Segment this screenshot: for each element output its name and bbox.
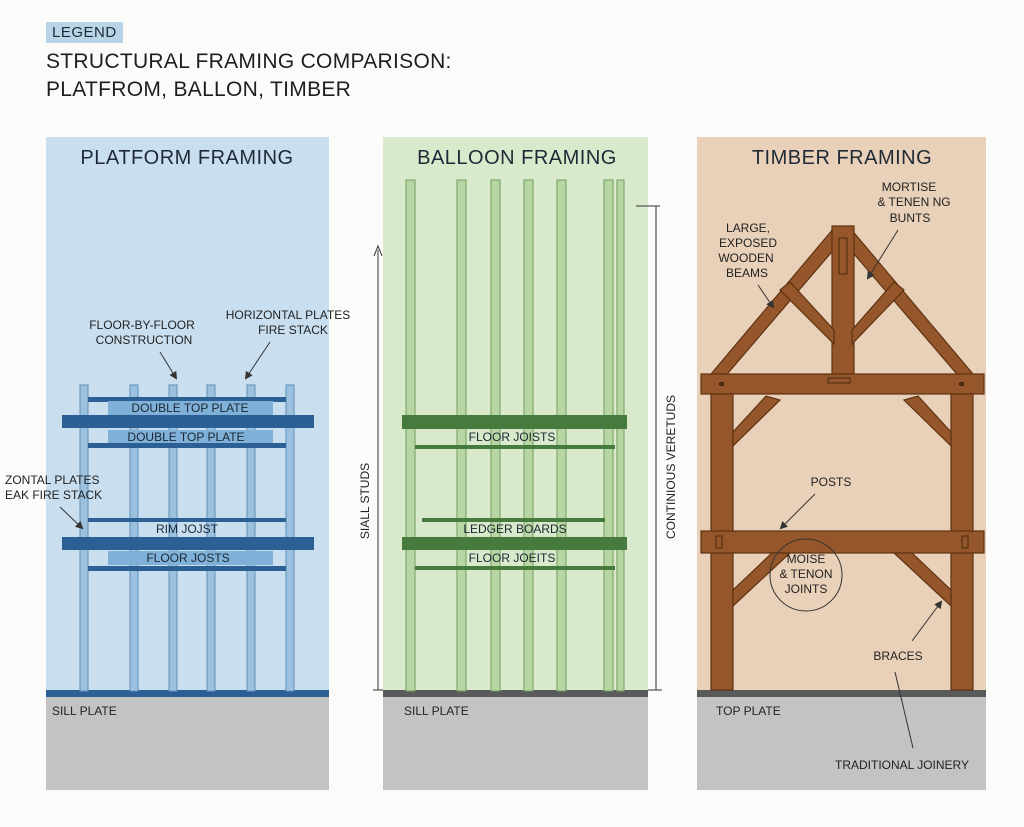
platform-beam-double-top-plate-a: DOUBLE TOP PLATE xyxy=(131,401,248,415)
timber-arrow-mortise xyxy=(866,229,899,280)
platform-beam-floor-joists: FLOOR JOSTS xyxy=(146,551,229,565)
timber-tie-beam xyxy=(700,373,985,395)
timber-framing-panel: TIMBER FRAMING xyxy=(697,137,986,790)
balloon-stud xyxy=(523,179,534,692)
balloon-framing-panel: BALLOON FRAMING FLOOR JOISTS LEDGER BOAR… xyxy=(358,137,678,790)
balloon-stud xyxy=(616,179,625,692)
balloon-sill-label: SILL PLATE xyxy=(404,704,469,718)
platform-top-plate-main xyxy=(62,415,314,428)
platform-label-horizontal-plates-1: HORIZONTAL PLATES xyxy=(226,308,350,322)
platform-beam-double-top-plate-b: DOUBLE TOP PLATE xyxy=(127,430,244,444)
timber-label-large-4: BEAMS xyxy=(726,266,768,280)
timber-right-tenon xyxy=(961,535,969,549)
platform-beam-rim-joist: RIM JOJST xyxy=(156,522,219,536)
legend-tag: LEGEND xyxy=(46,22,123,43)
balloon-beam-floor-joists: FLOOR JOISTS xyxy=(469,430,556,444)
timber-peg-left-icon: ⚭ xyxy=(717,379,726,391)
balloon-stud xyxy=(603,179,614,692)
timber-label-large-3: WOODEN xyxy=(718,251,773,265)
balloon-upper-joist-main xyxy=(402,415,627,429)
balloon-title: BALLOON FRAMING xyxy=(417,147,617,169)
page-title-line-1: STRUCTURAL FRAMING COMPARISON: xyxy=(46,50,452,73)
timber-label-joint-1: MOISE xyxy=(787,552,826,566)
timber-king-post xyxy=(831,225,855,377)
timber-mid-beam xyxy=(700,530,985,554)
platform-beam-label-bg xyxy=(108,401,273,415)
timber-base-plate xyxy=(697,690,986,697)
timber-upper-left-brace xyxy=(732,395,782,448)
balloon-lower-joist-main xyxy=(402,537,627,550)
balloon-ledger-thin xyxy=(422,518,605,522)
timber-left-tenon xyxy=(715,535,723,549)
platform-label-left-2: EAK FIRE STACK xyxy=(5,488,102,502)
platform-framing-panel: PLATFORM FRAMING DOUBLE TOP PLATE DOUBLE… xyxy=(5,137,350,790)
timber-title: TIMBER FRAMING xyxy=(752,147,932,169)
page-title: STRUCTURAL FRAMING COMPARISON: PLATFROM,… xyxy=(46,48,452,104)
platform-label-left-1: ZONTAL PLATES xyxy=(5,473,99,487)
timber-joint-circle xyxy=(769,538,843,612)
page-title-line-2: PLATFROM, BALLON, TIMBER xyxy=(46,78,352,101)
platform-arrow-horizontal-plates xyxy=(244,341,271,380)
platform-arrow-floor-by-floor xyxy=(159,351,178,380)
balloon-upper-joist-thin xyxy=(415,445,615,449)
platform-label-horizontal-plates-2: FIRE STACK xyxy=(258,323,328,337)
timber-arrow-braces xyxy=(911,600,943,642)
balloon-stud xyxy=(405,179,416,692)
timber-label-mortise-1: MORTISE xyxy=(882,180,936,194)
balloon-studs xyxy=(405,179,625,692)
balloon-beam-ledger-boards: LEDGER BOARDS xyxy=(463,522,566,536)
timber-label-traditional: TRADITIONAL JOINERY xyxy=(835,758,969,772)
timber-label-large-1: LARGE, xyxy=(726,221,770,235)
timber-upper-right-brace xyxy=(902,395,952,448)
balloon-stud xyxy=(456,179,467,692)
balloon-stud xyxy=(490,179,501,692)
platform-beam-label-bg xyxy=(108,430,273,444)
timber-right-strut xyxy=(851,281,905,346)
platform-sill-plate xyxy=(46,690,329,697)
timber-king-post-mortise xyxy=(838,237,848,275)
balloon-left-vertical-label: SIALL STUDS xyxy=(358,463,372,539)
platform-floor-plate-main xyxy=(62,537,314,550)
timber-tie-beam-mortise xyxy=(827,377,851,384)
balloon-left-dimension-arrow xyxy=(373,244,383,257)
balloon-beam-floor-joists-2: FLOOR JOEITS xyxy=(469,551,556,565)
platform-label-floor-by-floor-1: FLOOR-BY-FLOOR xyxy=(89,318,195,332)
timber-label-top-plate: TOP PLATE xyxy=(716,704,781,718)
platform-top-plate-thin xyxy=(88,397,286,402)
platform-label-floor-by-floor-2: CONSTRUCTION xyxy=(96,333,193,347)
timber-label-mortise-3: BUNTS xyxy=(890,211,931,225)
platform-sill-label: SILL PLATE xyxy=(52,704,117,718)
timber-label-posts: POSTS xyxy=(811,475,852,489)
timber-arrow-posts xyxy=(779,493,816,530)
balloon-lower-joist-thin xyxy=(415,566,615,570)
timber-label-braces: BRACES xyxy=(873,649,922,663)
platform-title: PLATFORM FRAMING xyxy=(80,147,293,169)
platform-arrow-left xyxy=(59,506,84,530)
platform-beam-label-bg xyxy=(108,551,273,565)
timber-arrow-large xyxy=(757,284,775,309)
platform-plate-thin xyxy=(88,443,286,448)
timber-leader-traditional xyxy=(894,671,914,749)
balloon-stud xyxy=(556,179,567,692)
platform-plate-thin-lower xyxy=(88,566,286,571)
balloon-ground xyxy=(383,693,648,790)
timber-left-strut xyxy=(779,281,835,346)
balloon-right-vertical-label: CONTINIOUS VERETUDS xyxy=(664,395,678,539)
timber-lower-left-brace xyxy=(732,552,792,608)
balloon-sill-plate xyxy=(383,690,648,697)
timber-ground xyxy=(697,693,986,790)
timber-label-joint-2: & TENON xyxy=(779,567,832,581)
timber-label-joint-3: JOINTS xyxy=(785,582,828,596)
platform-rim-plate xyxy=(88,518,286,522)
timber-label-mortise-2: & TENEN NG xyxy=(877,195,950,209)
timber-label-large-2: EXPOSED xyxy=(719,236,777,250)
timber-lower-right-brace xyxy=(892,552,952,608)
platform-ground xyxy=(46,693,329,790)
timber-peg-right-icon: ⚭ xyxy=(957,379,966,391)
